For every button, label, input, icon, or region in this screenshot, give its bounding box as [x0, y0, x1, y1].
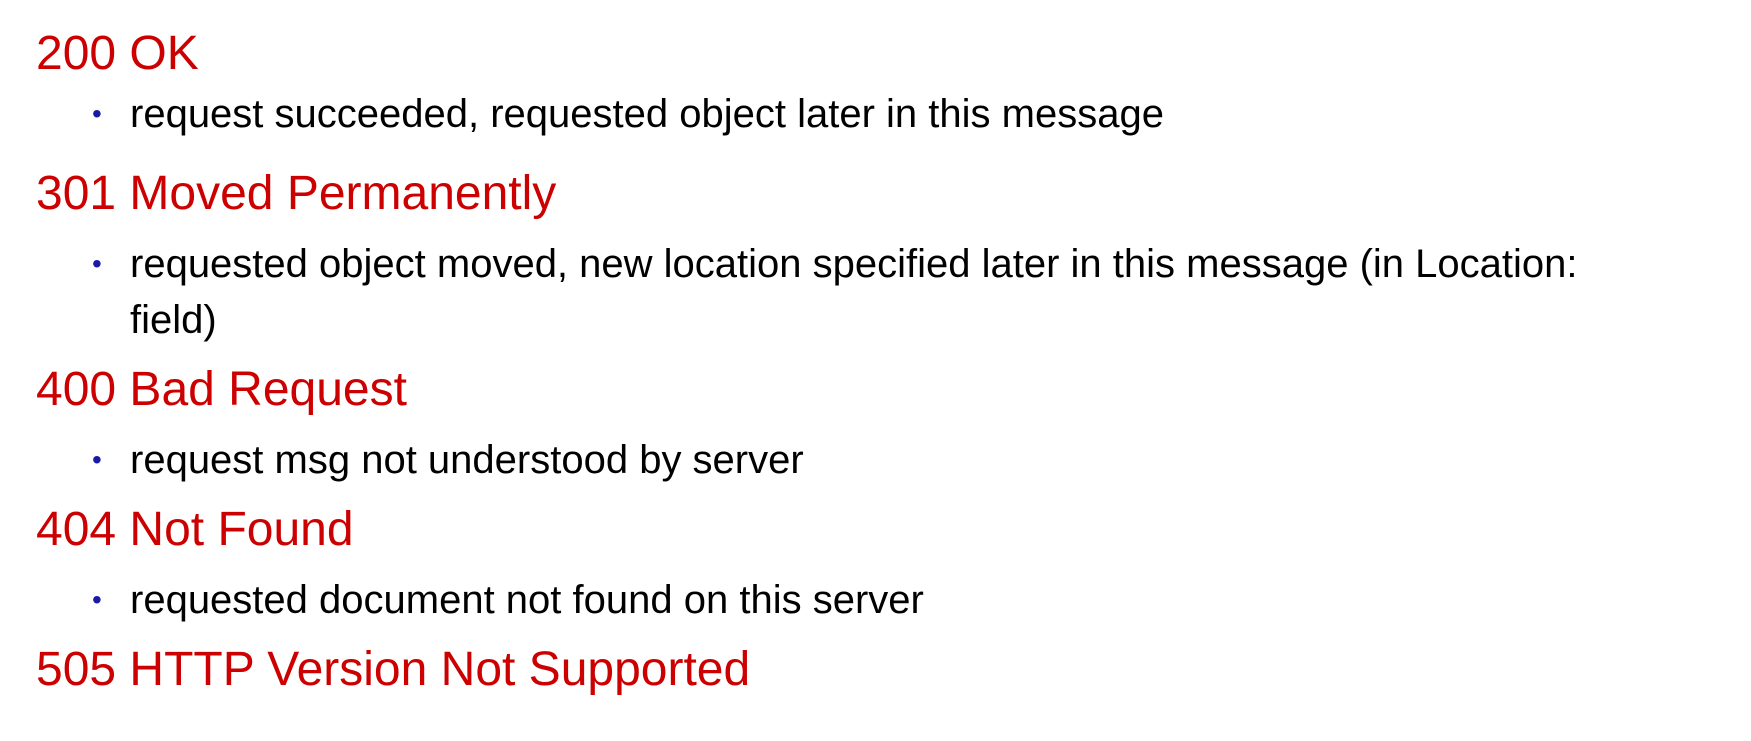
description-text: requested object moved, new location spe…: [130, 242, 1578, 342]
status-heading-505: 505 HTTP Version Not Supported: [36, 643, 751, 696]
status-heading-301: 301 Moved Permanently: [36, 167, 557, 220]
status-heading-200: 200 OK: [36, 27, 199, 80]
bullet-icon: •: [92, 584, 102, 615]
description-text: request msg not understood by server: [130, 438, 804, 482]
bullet-icon: •: [92, 444, 102, 475]
description-text: request succeeded, requested object late…: [130, 92, 1164, 136]
status-description-400: • request msg not understood by server: [92, 432, 1652, 488]
bullet-icon: •: [92, 248, 102, 279]
status-description-200: • request succeeded, requested object la…: [92, 86, 1652, 142]
status-heading-400: 400 Bad Request: [36, 363, 407, 416]
description-text: requested document not found on this ser…: [130, 578, 924, 622]
status-heading-404: 404 Not Found: [36, 503, 354, 556]
status-description-301: • requested object moved, new location s…: [92, 236, 1652, 348]
bullet-icon: •: [92, 98, 102, 129]
status-description-404: • requested document not found on this s…: [92, 572, 1652, 628]
